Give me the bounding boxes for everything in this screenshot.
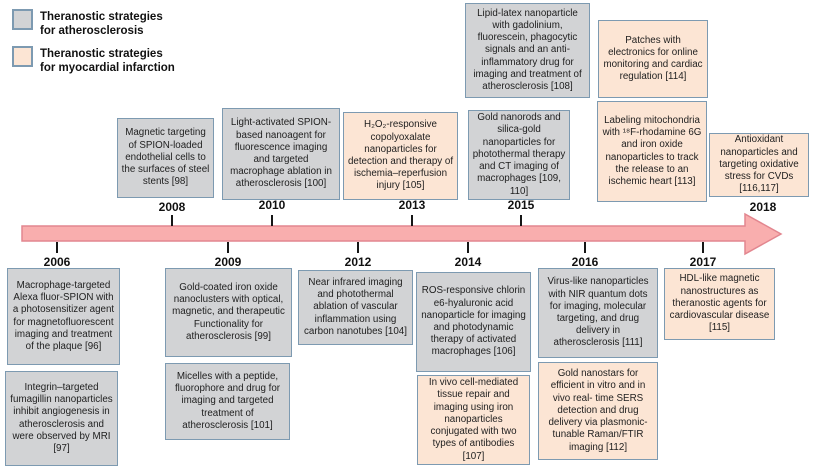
tick-2006 [56, 242, 58, 253]
tick-2010 [271, 215, 273, 226]
legend-label-myocardial: Theranostic strategies for myocardial in… [40, 48, 175, 75]
tick-2016 [584, 242, 586, 253]
timeline-arrow [21, 212, 783, 256]
tick-2017 [702, 242, 704, 253]
event-box-108: Lipid-latex nanoparticle with gadolinium… [465, 3, 590, 98]
event-box-107: In vivo cell-mediated tissue repair and … [417, 375, 530, 465]
year-2016: 2016 [571, 255, 599, 269]
event-box-104: Near infrared imaging and photothermal a… [298, 270, 413, 345]
year-2010: 2010 [258, 198, 286, 212]
event-box-111: Virus-like nanoparticles with NIR quantu… [538, 268, 658, 358]
tick-2012 [357, 242, 359, 253]
legend-swatch-atherosclerosis [12, 9, 33, 30]
event-box-109-110: Gold nanorods and silica-gold nanopartic… [468, 110, 570, 200]
event-box-100: Light-activated SPION-based nanoagent fo… [222, 108, 340, 200]
tick-2008 [171, 215, 173, 226]
legend-swatch-myocardial [12, 46, 33, 67]
year-2006: 2006 [43, 255, 71, 269]
year-2008: 2008 [158, 200, 186, 214]
event-box-106: ROS-responsive chlorin e6-hyaluronic aci… [416, 272, 531, 372]
event-box-98: Magnetic targeting of SPION-loaded endot… [117, 118, 214, 198]
year-2017: 2017 [689, 255, 717, 269]
year-2014: 2014 [454, 255, 482, 269]
year-2009: 2009 [214, 255, 242, 269]
timeline-arrow-shape [21, 212, 783, 256]
event-box-101: Micelles with a peptide, fluorophore and… [165, 363, 290, 440]
year-2015: 2015 [507, 198, 535, 212]
year-2018: 2018 [749, 200, 777, 214]
year-2012: 2012 [344, 255, 372, 269]
tick-2013 [411, 215, 413, 226]
event-box-114: Patches with electronics for online moni… [598, 20, 708, 98]
year-2013: 2013 [398, 198, 426, 212]
event-box-97: Integrin–targeted fumagillin nanoparticl… [5, 371, 118, 466]
event-box-112: Gold nanostars for efficient in vitro an… [538, 362, 658, 460]
tick-2014 [467, 242, 469, 253]
event-box-99: Gold-coated iron oxide nanoclusters with… [165, 268, 292, 357]
event-box-116-117: Antioxidant nanoparticles and targeting … [709, 133, 809, 197]
tick-2009 [227, 242, 229, 253]
event-box-115: HDL-like magnetic nanostructures as ther… [664, 268, 775, 340]
event-box-105: H₂O₂-responsive copolyoxalate nanopartic… [343, 112, 458, 200]
event-box-113: Labeling mitochondria with ¹⁸F-rhodamine… [597, 101, 707, 202]
legend-label-atherosclerosis: Theranostic strategies for atheroscleros… [40, 11, 163, 38]
tick-2015 [520, 215, 522, 226]
event-box-96: Macrophage-targeted Alexa fluor-SPION wi… [7, 268, 120, 365]
